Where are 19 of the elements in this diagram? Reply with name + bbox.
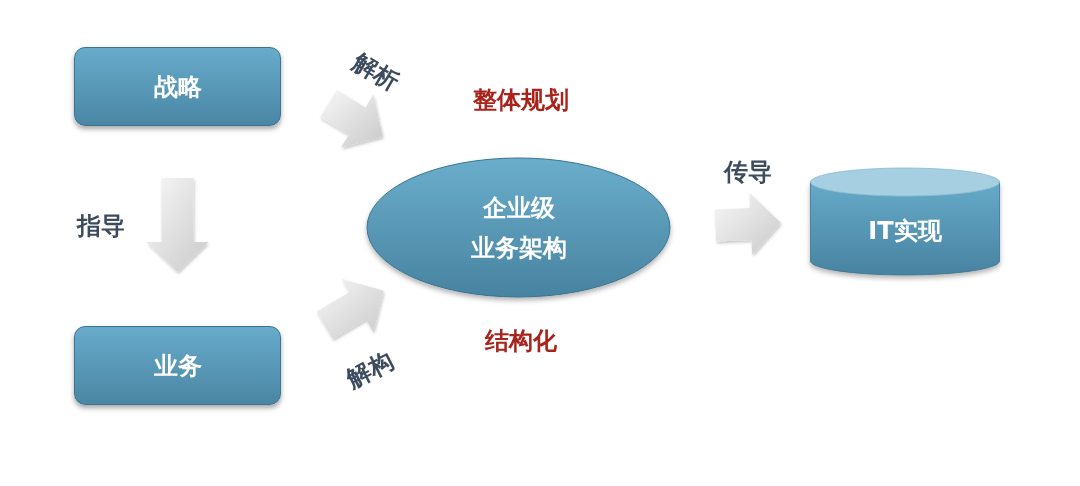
block-arrow xyxy=(320,89,383,148)
edge-label: 解构 xyxy=(342,346,398,394)
process-box xyxy=(74,326,281,405)
cylinder-node xyxy=(810,168,1000,275)
edge-label: 指导 xyxy=(76,212,125,240)
node-label: 战略 xyxy=(153,73,202,100)
block-arrow xyxy=(714,193,781,255)
edge-label: 传导 xyxy=(724,158,773,187)
edge-label: 解析 xyxy=(347,48,404,97)
annotation-label: 整体规划 xyxy=(473,86,569,114)
annotation-label: 结构化 xyxy=(485,327,557,355)
process-box xyxy=(74,47,281,126)
node-label: IT实现 xyxy=(868,217,942,244)
node-label: 业务 xyxy=(153,352,202,379)
node-label: 业务架构 xyxy=(470,234,567,261)
node-label: 企业级 xyxy=(482,194,555,221)
ellipse-node xyxy=(366,157,671,298)
block-arrow xyxy=(316,279,384,339)
block-arrow xyxy=(146,178,209,272)
